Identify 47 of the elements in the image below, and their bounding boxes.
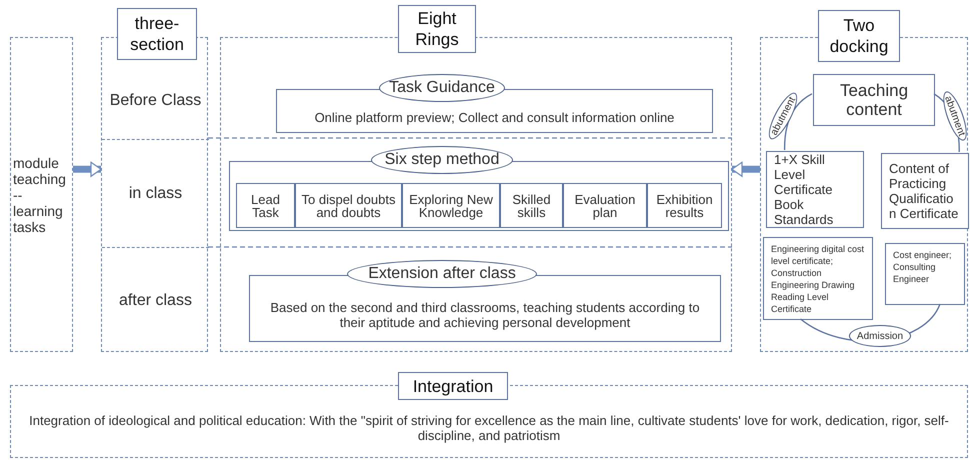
hollow-arrow [73, 162, 102, 177]
step-box [295, 183, 402, 228]
label-text: after class [118, 290, 193, 310]
panel-title-box [398, 372, 508, 400]
label-text: Engineering digital cost level certificate; Construction Engineering Drawing Reading Level Certificate [770, 243, 866, 316]
dashed-panel [10, 37, 73, 352]
content-box [813, 74, 935, 126]
title-oval: Six step method [371, 146, 513, 174]
label-text: Teaching content [838, 80, 910, 121]
label-text: Cost engineer; Consulting Engineer [892, 249, 953, 286]
label-text: Exploring New Knowledge [408, 190, 494, 222]
content-box [766, 151, 864, 228]
step-box [236, 183, 295, 228]
description-text: Based on the second and third classrooms, teaching students according to their aptitude and achieving personal development [269, 298, 701, 332]
dashed-panel [760, 37, 968, 352]
description-text: Integration of ideological and political education: With the "spirit of striving for excellence as the main line, cultivate students' love for work, dedication, rigor, self-discipline, and patriotism [28, 412, 950, 445]
step-box [563, 183, 647, 228]
label-text: 1+X Skill Level Certificate Book Standards [773, 154, 834, 225]
label-text: Before Class [108, 91, 202, 111]
label-text: Integration [412, 376, 494, 397]
hollow-arrow [731, 162, 760, 177]
content-box [881, 153, 969, 229]
stage-row [102, 139, 209, 248]
label-text: three-section [129, 13, 185, 56]
panel-title-box [818, 10, 900, 62]
label-text: in class [128, 184, 184, 204]
label-text: Content of Practicing Qualificatio n Certificate [888, 160, 960, 223]
title-oval: Task Guidance [379, 74, 505, 102]
dashed-panel [101, 37, 208, 352]
title-oval: Extension after class [347, 260, 537, 288]
panel-title-box [117, 8, 197, 60]
label-text: Exhibition results [655, 190, 714, 222]
content-box [885, 243, 965, 305]
label-text: Eight Rings [414, 8, 460, 50]
step-box [402, 183, 500, 228]
description-text: Online platform preview; Collect and consult information online [314, 108, 676, 127]
label-text: module teaching -- learning tasks [13, 154, 67, 236]
panel-title-box [398, 5, 476, 53]
label-text: Skilled skills [511, 190, 552, 222]
label-text: Lead Task [250, 190, 281, 222]
edge-label: Admission [849, 325, 911, 347]
step-box [500, 183, 563, 228]
label-text: To dispel doubts and doubts [300, 190, 396, 222]
label-text: Evaluation plan [574, 190, 636, 222]
step-box [647, 183, 722, 228]
content-box [763, 237, 873, 320]
label-text: Two docking [828, 15, 890, 58]
